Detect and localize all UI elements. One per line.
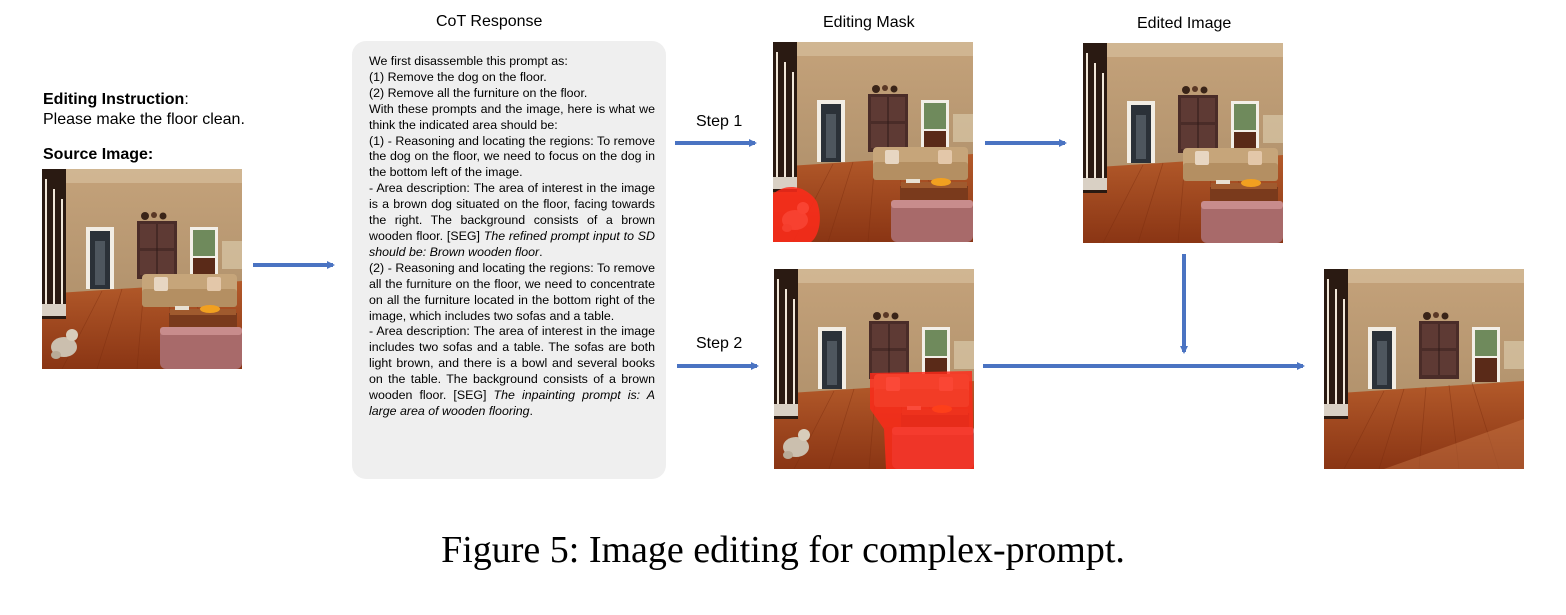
step-1-label: Step 1 <box>696 113 743 130</box>
cot-step2-reasoning: (2) - Reasoning and locating the regions… <box>369 260 655 323</box>
final-edited-image <box>1324 269 1524 469</box>
cot-line-2: (1) Remove the dog on the floor. <box>369 69 547 84</box>
source-image-label: Source Image: <box>43 146 154 163</box>
edited-image-header: Edited Image <box>1137 15 1232 32</box>
editing-instruction-label: Editing Instruction <box>43 91 185 108</box>
cot-response-header: CoT Response <box>436 13 543 30</box>
cot-step1-area-description: - Area description: The area of interest… <box>369 181 655 261</box>
editing-instruction-colon: : <box>184 91 189 108</box>
editing-instruction-text: Please make the floor clean. <box>43 111 245 128</box>
edited-image-step-1 <box>1083 43 1283 243</box>
cot-step1-period: . <box>539 244 543 259</box>
cot-step1-reasoning: (1) - Reasoning and locating the regions… <box>369 133 655 180</box>
step-2-label: Step 2 <box>696 335 743 352</box>
cot-line-1: We first disassemble this prompt as: <box>369 54 568 68</box>
cot-line-3: (2) Remove all the furniture on the floo… <box>369 85 588 100</box>
cot-step2-period: . <box>529 403 533 418</box>
step-1-mask-image <box>773 42 973 242</box>
editing-instruction: Editing Instruction: <box>43 91 189 109</box>
cot-line-4: With these prompts and the image, here i… <box>369 101 655 132</box>
cot-response-box: We first disassemble this prompt as: (1)… <box>352 41 666 479</box>
cot-step2-area-description: - Area description: The area of interest… <box>369 324 655 419</box>
editing-mask-header: Editing Mask <box>823 14 915 31</box>
cot-step2-prompt: The inpainting prompt is: A large area o… <box>369 388 655 418</box>
figure-caption: Figure 5: Image editing for complex-prom… <box>441 529 1125 571</box>
cot-step1-desc-text: - Area description: The area of interest… <box>369 181 655 243</box>
step-2-mask-image <box>774 269 974 469</box>
source-image <box>42 169 242 369</box>
cot-step1-prompt: The refined prompt input to SD should be… <box>369 228 655 259</box>
cot-step2-desc-text: - Area description: The area of interest… <box>369 324 655 403</box>
